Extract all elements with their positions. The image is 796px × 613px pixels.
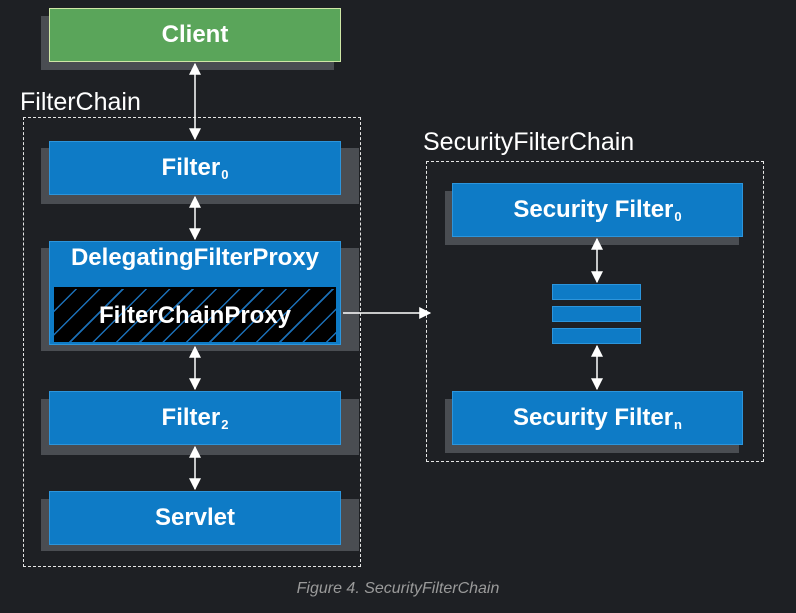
- servlet-label: Servlet: [154, 504, 236, 531]
- filter2-label: Filter: [161, 404, 221, 431]
- servlet-box: Servlet: [49, 491, 341, 545]
- filter0-label: Filter: [161, 154, 221, 181]
- delegating-filter-proxy-label: DelegatingFilterProxy: [70, 244, 320, 271]
- client-box: Client: [49, 8, 341, 62]
- filter-stack-bar-3: [552, 328, 641, 344]
- security-filter0-subscript: 0: [674, 208, 682, 224]
- filter-chain-proxy-label: FilterChainProxy: [98, 301, 292, 329]
- filter2-subscript: 2: [221, 416, 229, 432]
- security-filter-chain-title: SecurityFilterChain: [423, 128, 635, 156]
- filter0-subscript: 0: [221, 166, 229, 182]
- figure-caption: Figure 4. SecurityFilterChain: [296, 580, 500, 597]
- filter-chain-title: FilterChain: [20, 88, 141, 116]
- filter-stack-bar-1: [552, 284, 641, 300]
- filter-chain-proxy-box: FilterChainProxy: [54, 287, 336, 342]
- delegating-filter-proxy-box: DelegatingFilterProxy FilterChainProxy: [49, 241, 341, 345]
- filter-stack-bar-2: [552, 306, 641, 322]
- security-filtern-subscript: n: [674, 416, 682, 432]
- security-filtern-label: Security Filter: [512, 404, 674, 431]
- security-filter0-label: Security Filter: [513, 196, 674, 223]
- client-label: Client: [161, 21, 229, 48]
